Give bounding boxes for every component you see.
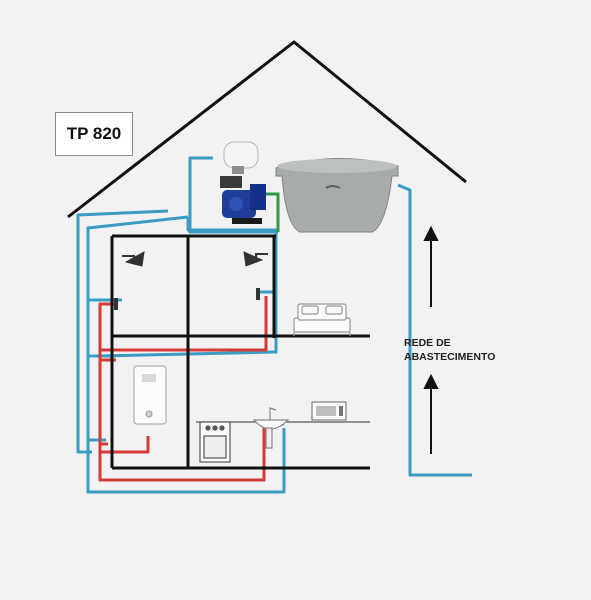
shower-icon [122, 251, 145, 267]
valve-icon [114, 288, 260, 310]
cold-water-pipes [76, 156, 472, 494]
pressure-pump-icon [220, 141, 266, 224]
water-tank-icon [275, 158, 399, 233]
bed-icon [293, 303, 351, 336]
roof [67, 40, 467, 219]
hot-water-pipes [98, 296, 268, 482]
shower-icon [243, 251, 268, 267]
microwave-icon [311, 401, 347, 421]
pump-model-label: TP 820 [55, 112, 133, 156]
supply-label-line-1: REDE DE [404, 337, 451, 349]
water-supply-label: REDE DE ABASTECIMENTO [404, 336, 524, 364]
stove-icon [199, 421, 231, 463]
up-arrow-icon [423, 373, 439, 454]
supply-label-line-2: ABASTECIMENTO [404, 351, 496, 363]
pump-connection [266, 192, 280, 232]
water-heater-icon [133, 365, 167, 425]
model-label-text: TP 820 [66, 124, 122, 143]
up-arrow-icon [423, 225, 439, 307]
sink-icon [252, 407, 290, 449]
